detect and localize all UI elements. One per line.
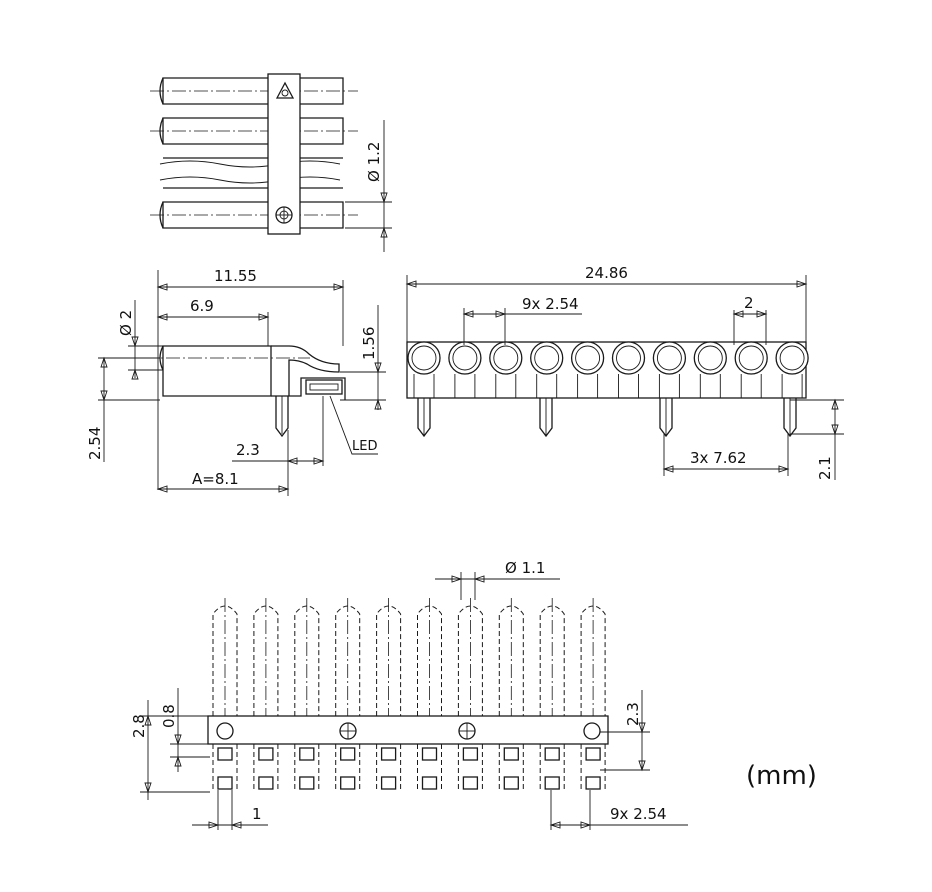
pad-lower: [258, 776, 274, 790]
led-lens-inner: [779, 345, 805, 371]
pad-upper: [585, 747, 601, 761]
led-lens-outer: [775, 341, 809, 375]
dim-o2: Ø 2: [117, 310, 135, 336]
bottom-strip: [207, 715, 609, 745]
pad-upper: [340, 747, 356, 761]
led-lens-outer: [611, 341, 646, 375]
dim-3x7-62: 3x 7.62: [690, 449, 747, 467]
led-lens-inner: [452, 345, 478, 371]
side-view: 11.55 6.9 Ø 2 1.56 2.54 2.3 A=8.1: [86, 267, 386, 496]
dim-2: 2: [744, 294, 754, 312]
dim-0-8: 0.8: [160, 704, 178, 728]
led-lens-outer: [448, 341, 482, 375]
pad-upper: [462, 747, 479, 761]
bottom-view-dims: Ø 1.1 2.8 0.8 2.3 1 9x 2.54: [130, 559, 688, 830]
led-lens-inner: [656, 345, 682, 371]
dim-9x2-54-bottom: 9x 2.54: [610, 805, 667, 823]
led-lens-inner: [411, 345, 437, 371]
dim-11-55: 11.55: [214, 267, 257, 285]
dim-2-3-bottom: 2.3: [624, 702, 642, 726]
pad-lower: [421, 776, 438, 790]
led-lens-inner: [697, 345, 723, 371]
dim-2-3: 2.3: [236, 441, 260, 459]
mount-hole: [583, 722, 601, 740]
dim-2-1: 2.1: [816, 456, 834, 480]
led-lens-outer: [652, 341, 687, 375]
led-lens-outer: [530, 341, 564, 375]
pin-diameter-label: Ø 1.2: [365, 142, 383, 182]
pad-lower: [380, 776, 397, 790]
pad-upper: [503, 747, 519, 761]
pad-upper: [299, 747, 315, 761]
led-label: LED: [352, 439, 377, 454]
pad-upper: [544, 747, 560, 761]
pad-upper: [258, 747, 274, 761]
pad-upper: [217, 747, 233, 761]
led-lens-inner: [575, 345, 601, 371]
dim-6-9: 6.9: [190, 297, 214, 315]
led-lens-inner: [534, 345, 560, 371]
led-lens-outer: [734, 341, 768, 375]
dim-a-8-1: A=8.1: [192, 470, 239, 488]
dim-24-86: 24.86: [585, 264, 628, 282]
led-lens-inner: [493, 345, 519, 371]
dim-1: 1: [252, 805, 262, 823]
led-lens-outer: [489, 341, 523, 375]
pad-upper: [380, 747, 397, 761]
dim-hole-diameter: Ø 1.1: [505, 559, 545, 577]
bottom-view: [207, 598, 609, 792]
front-view-dims: 24.86 9x 2.54 2 3x 7.62 2.1: [405, 264, 844, 480]
led-lens-inner: [738, 345, 764, 371]
dim-9x2-54-top: 9x 2.54: [522, 295, 579, 313]
dim-2-8: 2.8: [130, 714, 148, 738]
led-lens-outer: [570, 341, 605, 375]
front-body: [406, 341, 807, 399]
led-lens-outer: [407, 341, 441, 375]
pad-lower: [462, 776, 479, 790]
led-lens-outer: [693, 341, 727, 375]
pad-upper: [421, 747, 438, 761]
units-label: (mm): [746, 761, 817, 791]
pad-lower: [585, 776, 601, 790]
top-side-view: Ø 1.2: [150, 73, 392, 252]
dim-2-54: 2.54: [86, 427, 104, 460]
pad-lower: [217, 776, 233, 790]
pad-lower: [544, 776, 560, 790]
mount-hole: [216, 722, 234, 740]
dim-1-56: 1.56: [360, 327, 378, 360]
pad-lower: [299, 776, 315, 790]
pad-lower: [503, 776, 519, 790]
led-lens-inner: [616, 345, 641, 371]
pad-lower: [340, 776, 356, 790]
front-view: [406, 341, 809, 438]
